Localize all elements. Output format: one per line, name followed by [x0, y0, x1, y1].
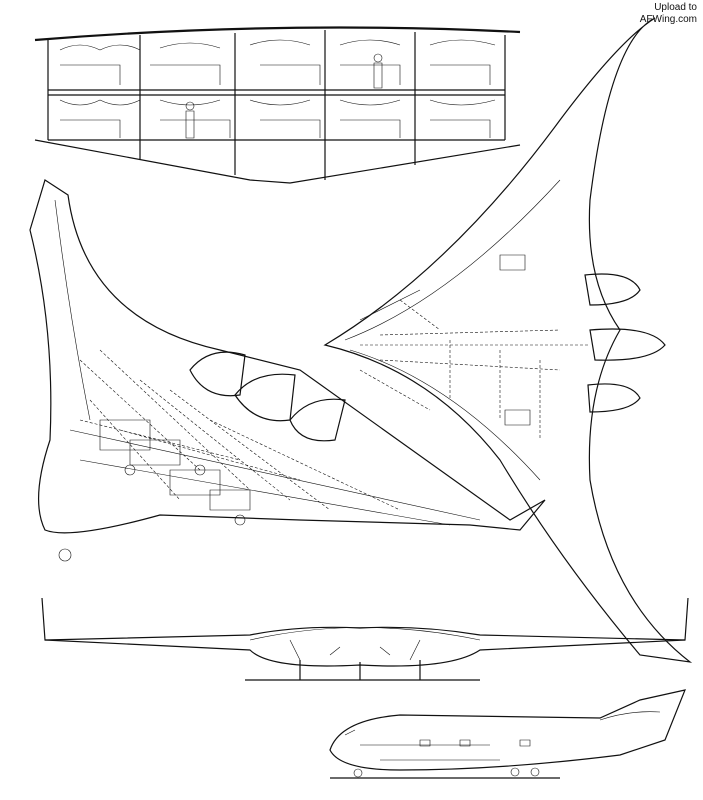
aircraft-front-view [41, 597, 689, 681]
watermark: Upload to AFWing.com [640, 2, 697, 26]
aircraft-perspective-view [29, 179, 546, 562]
watermark-line1: Upload to [654, 2, 697, 13]
watermark-line2: AFWing.com [639, 14, 697, 25]
aircraft-side-view [329, 689, 686, 779]
cabin-cross-section [34, 26, 521, 184]
aircraft-top-view [323, 17, 693, 663]
